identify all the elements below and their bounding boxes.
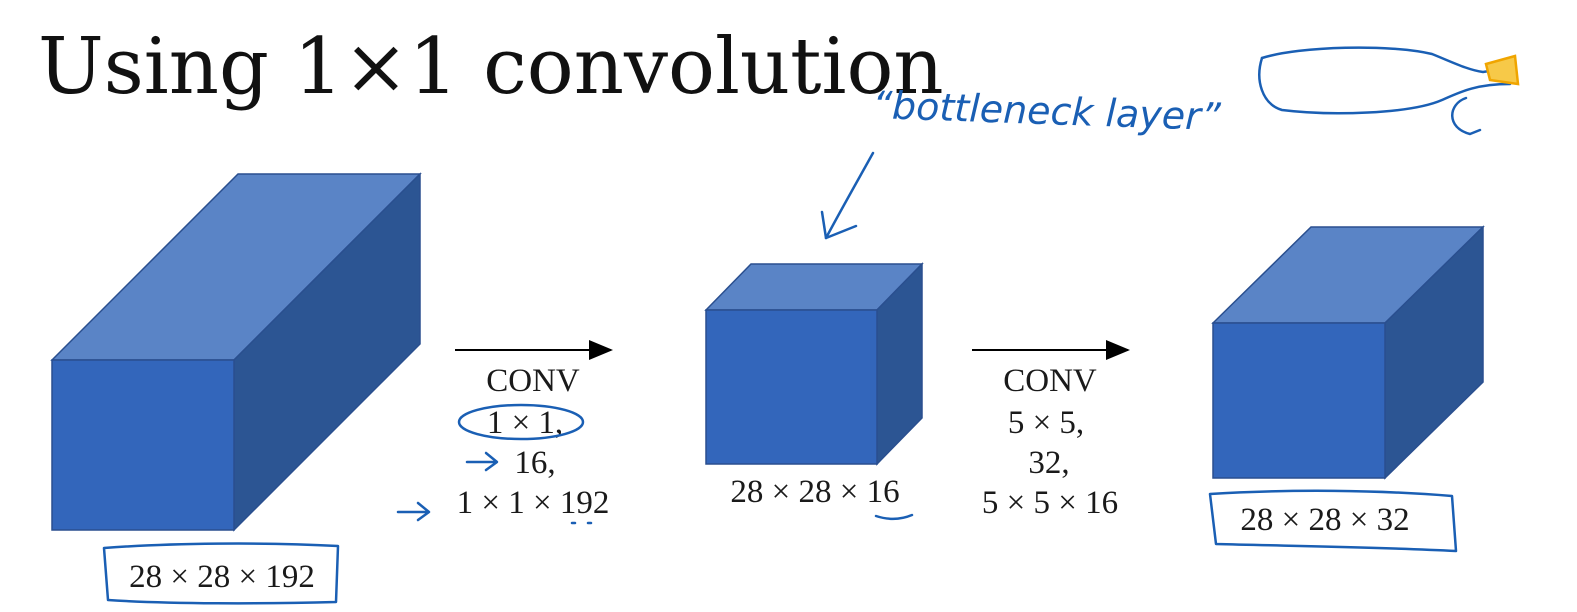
conv-5x5-num-filters: 32, [1028,445,1069,481]
volume-input [50,172,422,532]
input-label-box [102,542,340,605]
volume-bottleneck-label: 28 × 28 × 16 [730,474,899,510]
volume-bottleneck [704,262,924,466]
volume-input-front [51,359,235,531]
volume-output [1211,225,1485,480]
filter-dims-arrow-mark [396,501,431,522]
bottleneck-annotation: “bottleneck layer” [872,83,1222,139]
annotation-arrow-head [820,210,858,240]
conv-5x5-title: CONV [1003,363,1097,399]
conv-5x5-filter-size: 5 × 5, [1008,405,1084,441]
depth-underline [874,513,914,521]
conv-1x1-filter-dims: 1 × 1 × 192 [457,485,610,521]
volume-output-front [1212,322,1386,479]
conv-1x1-title: CONV [486,363,580,399]
num-filters-arrow-mark [465,451,499,472]
volume-input-label: 28 × 28 × 192 [129,559,315,595]
output-label-box [1208,489,1458,553]
slide-title: Using 1×1 convolution [38,22,944,112]
bottle-sketch [1258,46,1520,136]
conv-5x5-filter-dims: 5 × 5 × 16 [982,485,1118,521]
conv-1x1-filter-size: 1 × 1, [487,405,563,441]
conv-1x1-num-filters: 16, [514,445,555,481]
filter-size-circle [457,403,585,441]
volume-output-label: 28 × 28 × 32 [1240,502,1409,538]
annotation-arrow [824,151,875,240]
volume-bottleneck-front [705,309,878,465]
